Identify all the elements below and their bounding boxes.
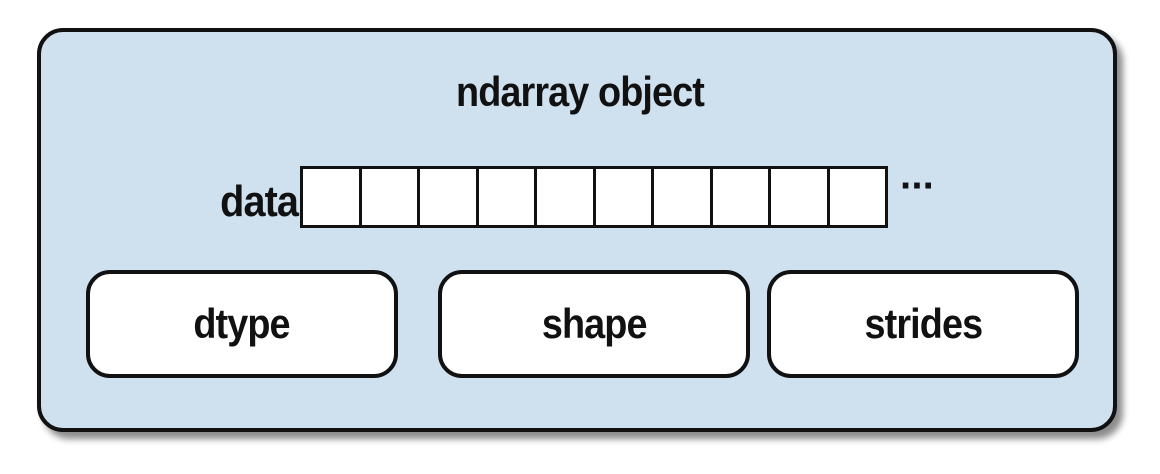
- diagram-title: ndarray object: [456, 68, 705, 115]
- array-cell: [595, 169, 654, 225]
- array-cell: [829, 169, 885, 225]
- array-cell: [303, 169, 362, 225]
- strides-box: strides: [767, 270, 1079, 378]
- shape-label: shape: [541, 300, 648, 347]
- array-cell: [771, 169, 830, 225]
- array-cell: [712, 169, 771, 225]
- shape-box: shape: [438, 270, 750, 378]
- array-cell: [537, 169, 596, 225]
- dtype-label: dtype: [193, 300, 291, 347]
- array-cell: [478, 169, 537, 225]
- data-label: data: [220, 177, 299, 226]
- dtype-box: dtype: [86, 270, 398, 378]
- array-continuation-ellipsis: ···: [900, 164, 936, 208]
- data-buffer-array: [300, 166, 888, 228]
- strides-label: strides: [864, 300, 983, 347]
- array-cell: [654, 169, 713, 225]
- array-cell: [361, 169, 420, 225]
- array-cell: [420, 169, 479, 225]
